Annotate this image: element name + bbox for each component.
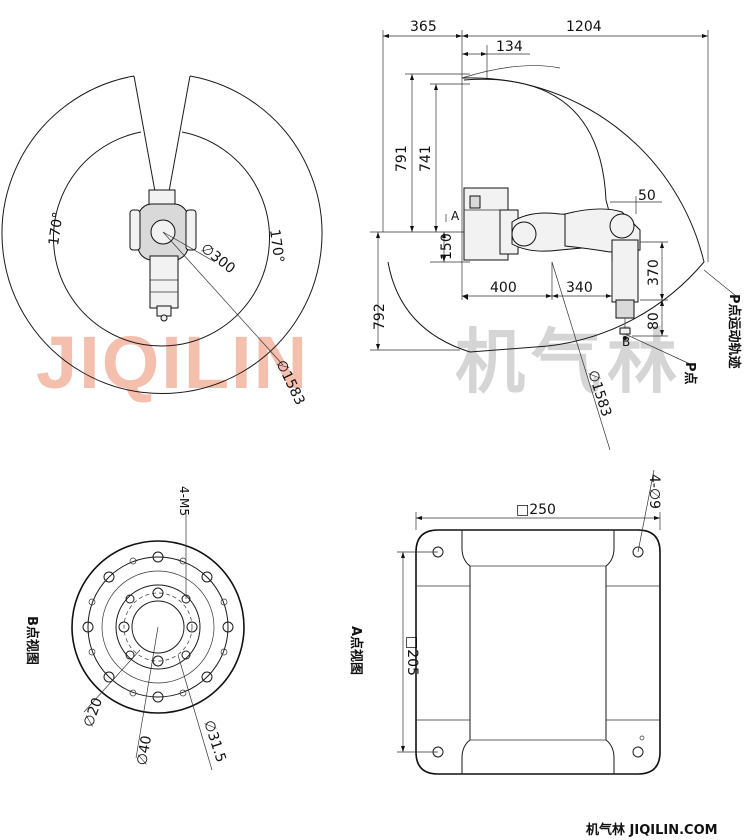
leader-300 [162, 231, 216, 263]
footer-site: 机气林 JIQILIN.COM [586, 822, 718, 838]
p-trajectory-arc [461, 77, 705, 347]
angle-right: 170° [266, 228, 287, 264]
robot-side-wrist [611, 239, 639, 303]
flange-outer-holes [82, 551, 234, 703]
robot-top [129, 189, 197, 322]
label-p-point: P点 [682, 362, 698, 385]
label-p-trajectory: P点运动轨迹 [726, 294, 742, 369]
dia-31-5-label: ∅31.5 [200, 718, 229, 764]
base-view: A点视图 □250 □205 4-∅9 [348, 469, 662, 775]
robot-side-flange [615, 299, 635, 319]
base-plate-outline [415, 529, 661, 775]
inner-envelope-arc [53, 131, 270, 347]
base-inner-outline [461, 530, 615, 774]
side-view: 365 1204 134 791 741 150 792 [370, 19, 742, 451]
flange-bolt-circle [87, 556, 229, 698]
p-trajectory-lower-arc [387, 261, 549, 353]
watermark: JIQILIN 机气林 [36, 321, 683, 404]
flange-outer-circle [71, 540, 245, 714]
p-trajectory-leader [703, 269, 737, 297]
leader-40 [135, 626, 159, 759]
dim-150: 150 [439, 233, 455, 260]
p-point-leader [624, 333, 691, 365]
base-view-title: A点视图 [348, 626, 364, 675]
robot-top-side-right [185, 209, 197, 251]
dim-4m5: 4-M5 [177, 486, 191, 516]
wedge-line-right [165, 75, 191, 209]
watermark-en: JIQILIN [36, 321, 309, 404]
robot-top-arm [149, 255, 179, 309]
robot-side-tool [619, 327, 631, 335]
robot-side-port [469, 195, 481, 209]
dim-205: □205 [404, 636, 420, 676]
robot-side-joint3 [609, 213, 635, 239]
flange-inner-circle-1 [115, 584, 201, 670]
leader-4-dia9 [637, 469, 655, 553]
label-b: B [622, 335, 630, 349]
flange-view: B点视图 [24, 486, 245, 771]
dim-792: 792 [372, 303, 388, 330]
base-hole-tr [632, 546, 644, 558]
dim-134: 134 [496, 39, 523, 55]
dim-340: 340 [566, 280, 593, 296]
dim-50: 50 [638, 188, 656, 204]
leader-1583-side [551, 261, 611, 451]
dia-20-label: ∅20 [81, 696, 106, 730]
dia-40-label: ∅40 [134, 734, 155, 766]
flange-mid-circle [101, 570, 215, 684]
dia-300-label: ∅300 [198, 241, 239, 278]
flange-center-bore [131, 600, 185, 654]
watermark-cn: 机气林 [455, 321, 683, 403]
outer-envelope-arc [1, 75, 323, 394]
leader-20 [83, 649, 141, 713]
robot-side-elbow [511, 221, 537, 247]
flange-pcd-dashed [123, 592, 193, 662]
dim-791: 791 [394, 145, 410, 172]
dim-4-dia9: 4-∅9 [646, 474, 662, 509]
dim-400: 400 [490, 280, 517, 296]
dim-370: 370 [646, 259, 662, 286]
robot-top-tool [160, 314, 168, 322]
robot-side [463, 187, 641, 340]
base-hole-br [632, 746, 644, 758]
label-a: A [451, 209, 460, 223]
wedge-line-left [133, 75, 159, 209]
p-point-marker [623, 336, 627, 340]
dim-250: □250 [516, 502, 556, 518]
dim-1204: 1204 [566, 19, 602, 35]
dim-80: 80 [646, 312, 662, 330]
leader-1583 [162, 231, 284, 366]
dim-741: 741 [418, 145, 434, 172]
leader-31-5 [177, 654, 213, 771]
dim-365: 365 [410, 19, 437, 35]
angle-left: 170° [46, 211, 67, 247]
flange-view-title: B点视图 [24, 616, 40, 665]
robot-top-side-left [129, 209, 141, 251]
